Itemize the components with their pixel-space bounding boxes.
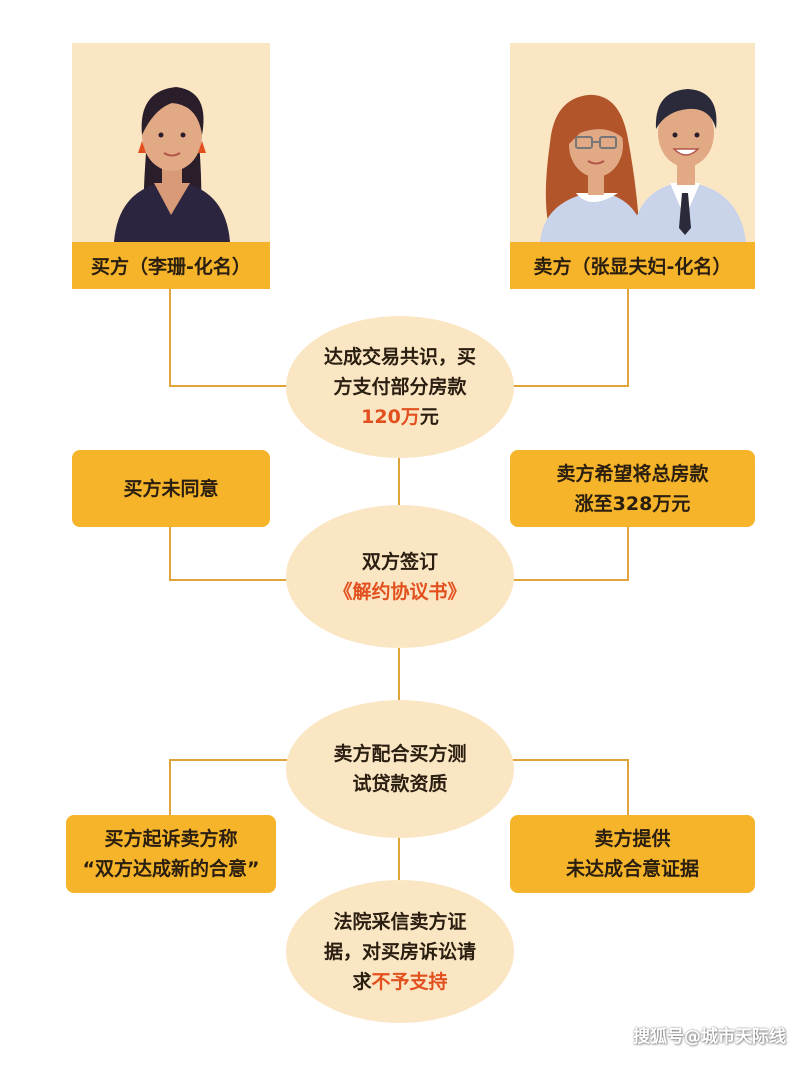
node-consensus: 达成交易共识，买 方支付部分房款 120万元: [286, 316, 514, 458]
consensus-amount: 120万: [361, 406, 420, 428]
node-court: 法院采信卖方证 据，对买房诉讼请 求不予支持: [286, 880, 514, 1023]
node-buyer-disagree: 买方未同意: [72, 450, 270, 527]
node-seller-raise: 卖方希望将总房款 涨至328万元: [510, 450, 755, 527]
buyer-disagree-text: 买方未同意: [123, 477, 219, 500]
watermark: 搜狐号@城市天际线: [633, 1027, 786, 1047]
consensus-unit: 元: [419, 406, 439, 428]
line-loan-sue: [169, 759, 290, 815]
line-buyer-consensus: [169, 289, 290, 387]
court-line1: 法院采信卖方证: [333, 910, 467, 933]
seller-evidence-line2: 未达成合意证据: [565, 858, 699, 880]
consensus-line2: 方支付部分房款: [333, 376, 467, 398]
seller-raise-line2: 涨至328万元: [574, 492, 691, 515]
court-line2: 据，对买房诉讼请: [323, 940, 476, 963]
seller-avatar: [540, 89, 746, 242]
line-seller-consensus: [510, 289, 629, 387]
node-loan-test: 卖方配合买方测 试贷款资质: [286, 700, 514, 838]
buyer-sue-line1: 买方起诉卖方称: [104, 828, 238, 850]
line-disagree-sign: [169, 527, 290, 581]
seller-card: 卖方（张显夫妇-化名）: [510, 43, 755, 289]
buyer-label: 买方（李珊-化名）: [72, 242, 270, 289]
sign-line2: 《解约协议书》: [333, 580, 467, 603]
court-line3a: 求: [352, 970, 372, 993]
consensus-line1: 达成交易共识，买: [323, 346, 476, 368]
court-line3b: 不予支持: [371, 970, 448, 993]
seller-raise-line1: 卖方希望将总房款: [556, 462, 709, 485]
node-seller-evidence: 卖方提供 未达成合意证据: [510, 815, 755, 893]
loan-test-line2: 试贷款资质: [352, 773, 448, 795]
buyer-avatar: [114, 87, 230, 242]
line-raise-sign: [510, 527, 629, 581]
seller-evidence-line1: 卖方提供: [594, 828, 671, 850]
node-sign: 双方签订 《解约协议书》: [286, 505, 514, 648]
node-buyer-sue: 买方起诉卖方称 “双方达成新的合意”: [66, 815, 276, 893]
sign-line1: 双方签订: [361, 550, 438, 573]
buyer-card: 买方（李珊-化名）: [72, 43, 270, 289]
buyer-sue-line2: “双方达成新的合意”: [82, 858, 260, 880]
seller-label: 卖方（张显夫妇-化名）: [510, 242, 755, 289]
loan-test-line1: 卖方配合买方测: [333, 743, 467, 765]
line-loan-evidence: [510, 759, 629, 815]
